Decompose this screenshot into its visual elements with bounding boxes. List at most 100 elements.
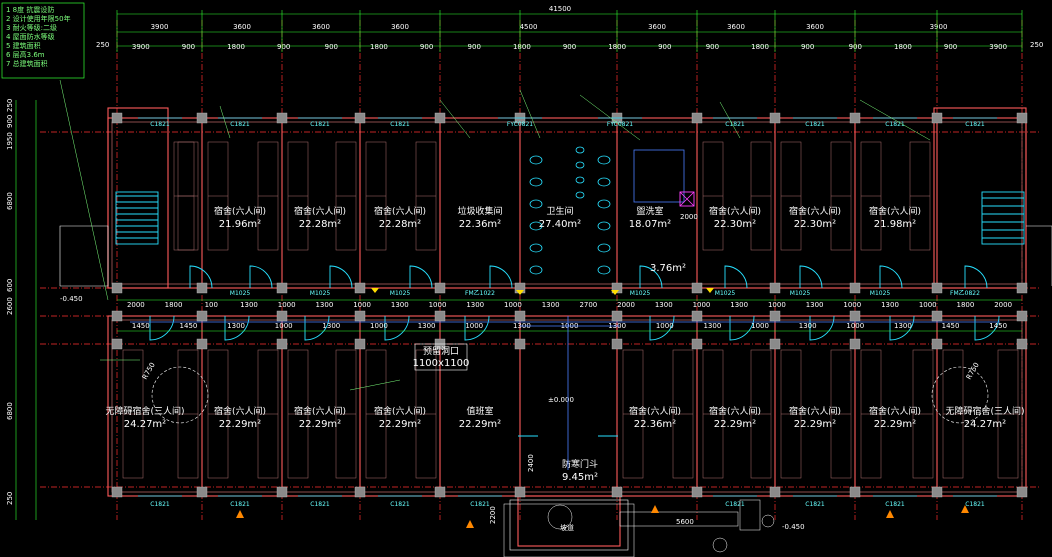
corridor-dimensions: 2000 1800 100 1300 1000 1300 1000 1300 1000 1300 1… [117,299,1022,332]
room-name: 值班室 [466,405,493,417]
column [514,486,526,498]
opening-label: 预留洞口 [423,345,459,357]
column [691,338,703,350]
window-label: FYC0821 [607,121,633,128]
urinal-fixture [575,176,585,184]
column [276,112,288,124]
corridor-dim-label: 1450 [942,322,960,330]
room-name: 宿舍(六人间) [214,405,266,417]
column [111,112,123,124]
column [354,310,366,322]
corridor-dim-label: 1000 [846,322,864,330]
column [434,310,446,322]
corridor-dim-label: 2000 [617,301,635,309]
corridor-dim-label: 1800 [165,301,183,309]
corridor-dim-label: 1800 [957,301,975,309]
top-dim-label: 3600 [806,23,824,31]
corridor-dim-label: 1300 [806,301,824,309]
corridor-dim-label: 1000 [751,322,769,330]
left-dim-label: 250 [6,492,14,505]
column [691,310,703,322]
corridor-dim-label: 1000 [919,301,937,309]
door-label: M1025 [790,290,811,297]
column [354,486,366,498]
door-swing [489,265,513,289]
room-name: 宿舍(六人间) [869,205,921,217]
left-dim-label: 900 [6,115,14,128]
corridor-dim-label: 1300 [227,322,245,330]
corridor-dim-label: 2000 [994,301,1012,309]
toilet-fixture [529,221,543,231]
top-dim-label-detail: 900 [182,43,195,51]
room-labels-north: 宿舍(六人间)21.96m²宿舍(六人间)22.28m²宿舍(六人间)22.28… [214,205,921,230]
room-name: 盥洗室 [636,205,663,217]
section-marker [236,510,244,518]
door-label: M1025 [630,290,651,297]
door-swing [189,265,213,289]
dim-5600: 5600 [676,518,694,526]
window-label: C1821 [390,501,410,508]
toilet-fixture [597,199,611,209]
column [111,338,123,350]
corridor-dim-label: 1300 [703,322,721,330]
room-name: 垃圾收集间 [457,205,502,217]
room-area: 18.07m² [629,219,671,230]
corridor-dim-label: 1000 [278,301,296,309]
door-swing [224,315,250,341]
corridor-dim-label: 1000 [843,301,861,309]
window-label: C1821 [725,501,745,508]
room-area: 22.29m² [299,419,341,430]
top-dim-label-detail: 1800 [370,43,388,51]
door-label: M1025 [310,290,331,297]
legend-line: 6 层高3.6m [6,50,45,59]
top-dim-label-detail: 900 [706,43,719,51]
dim-2200: 2200 [489,506,497,524]
corridor-dim-label: 1300 [799,322,817,330]
toilet-fixtures [529,146,611,275]
door-label: M1025 [715,290,736,297]
level-marker [706,288,714,293]
section-marker [886,510,894,518]
grid-axes [40,10,1040,520]
building-walls [107,107,1027,547]
corridor-dim-label: 100 [205,301,218,309]
column [691,486,703,498]
door-swing [249,265,273,289]
column [196,282,208,294]
room-area: 22.28m² [299,219,341,230]
door-swings [149,265,1000,437]
door-swing [974,315,1000,341]
door-swing [889,315,915,341]
section-marker [466,520,474,528]
top-dim-label-detail: 900 [658,43,671,51]
corridor-dim-label: 1000 [429,301,447,309]
column [514,310,526,322]
door-swing [724,265,748,289]
column [111,282,123,294]
column [514,338,526,350]
stair-right [981,191,1052,286]
door-swing [964,265,988,289]
column [611,282,623,294]
column [276,310,288,322]
corridor-dim-label: 1450 [132,322,150,330]
window-label: C1821 [885,501,905,508]
left-dim-label: 250 [6,99,14,112]
room-labels-south: 无障碍宿舍(三人间)24.27m²宿舍(六人间)22.29m²宿舍(六人间)22… [105,405,1024,430]
column [1016,310,1028,322]
column [196,486,208,498]
elevation-left: -0.450 [60,295,83,303]
window-label: C1821 [965,501,985,508]
toilet-fixture [597,221,611,231]
level-marker [371,288,379,293]
corridor-dim-label: 1000 [768,301,786,309]
small-room-area: 3.76m² [650,263,686,274]
dim-2400: 2400 [527,454,535,472]
corridor-dim-label: 1000 [656,322,674,330]
toilet-fixture [529,177,543,187]
room-name: 宿舍(六人间) [294,405,346,417]
room-area: 22.30m² [794,219,836,230]
column [931,112,943,124]
door-label: M1025 [230,290,251,297]
